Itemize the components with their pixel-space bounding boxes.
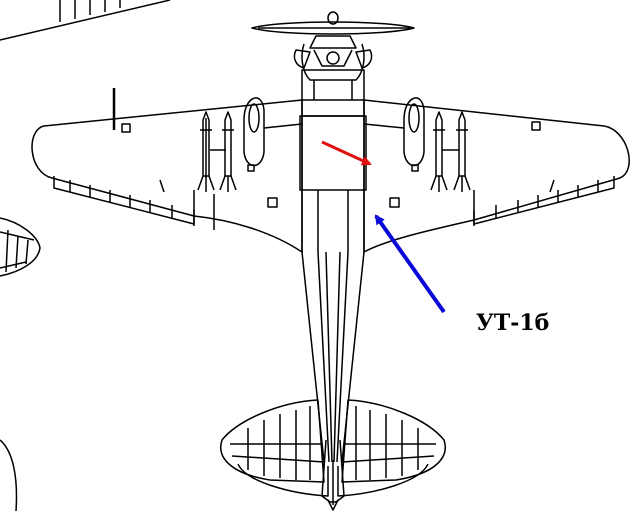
propeller	[251, 11, 415, 35]
neighbor-drawing-left	[0, 217, 41, 512]
aircraft-label: УТ-1б	[476, 310, 550, 336]
neighbor-drawing-top	[0, 0, 171, 41]
left-gear-fairing	[243, 97, 303, 167]
elevators	[237, 463, 429, 497]
right-rockets	[430, 111, 471, 192]
left-rockets	[197, 111, 237, 192]
tail-stabilizer	[220, 399, 446, 483]
cockpit-outline	[299, 115, 367, 191]
annotation-arrow-red	[321, 140, 372, 166]
right-aileron	[473, 176, 615, 226]
wing-hatches	[121, 121, 541, 208]
tail-rudder	[321, 439, 345, 511]
annotation-arrow-blue	[374, 214, 446, 314]
right-gear-fairing	[363, 97, 425, 167]
engine	[293, 35, 373, 101]
left-aileron	[53, 176, 215, 230]
